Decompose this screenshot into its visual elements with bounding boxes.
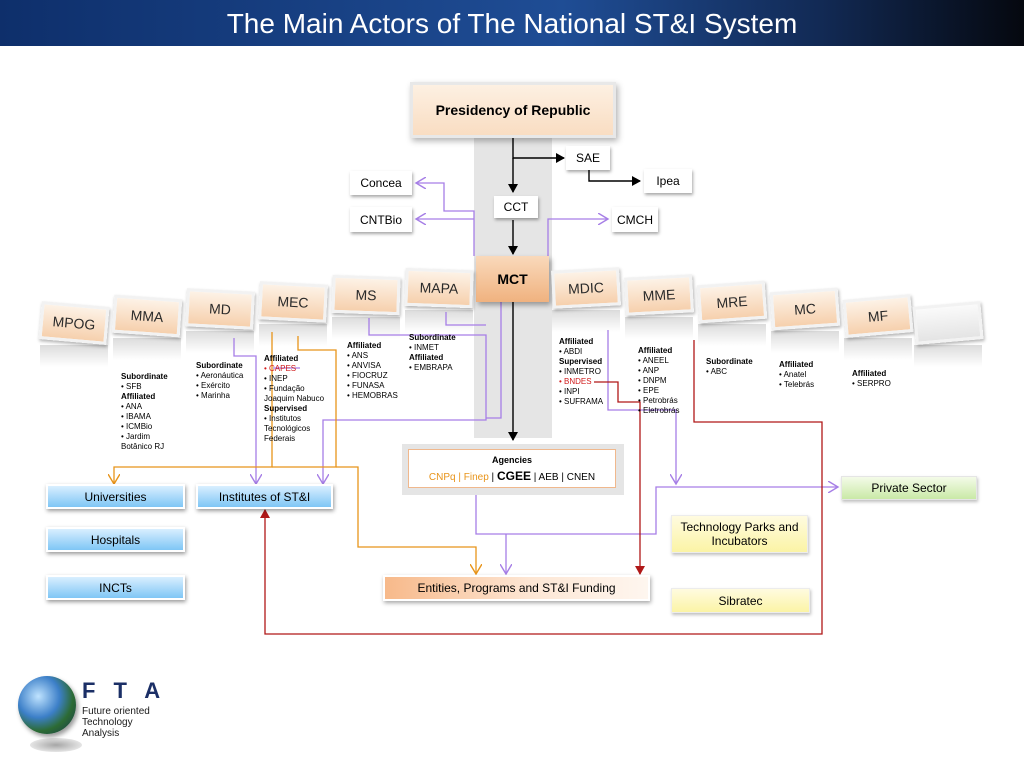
funding-box: Entities, Programs and ST&I Funding <box>383 575 650 601</box>
logo-shadow <box>30 738 82 752</box>
ministry-shadow <box>552 310 620 332</box>
agencies-panel: Agencies CNPq | Finep | CGEE | AEB | CNE… <box>402 444 624 495</box>
line-finep-funding <box>336 466 476 574</box>
ministry-shadow <box>844 338 912 360</box>
note-ms: Affiliated• ANS • ANVISA• FIOCRUZ • FUNA… <box>347 341 398 400</box>
title-bar <box>0 0 1024 46</box>
agency-cgee: CGEE <box>496 469 531 483</box>
ministry-shadow <box>405 310 473 332</box>
ministry-mf: MF <box>842 294 914 338</box>
line-mdic-tech <box>607 330 676 484</box>
cct-box: CCT <box>494 196 538 218</box>
line-md-institutes <box>233 338 256 484</box>
cmch-box: CMCH <box>612 207 658 232</box>
line-bndes-funding <box>594 381 645 575</box>
ministry-mre: MRE <box>696 280 768 324</box>
arrow-presidency-sae <box>512 138 565 163</box>
note-mec: Affiliated• CAPES • INEP• Fundação Joaqu… <box>264 354 325 443</box>
black-connectors <box>508 138 641 441</box>
arrow-concea <box>416 183 475 256</box>
sae-box: SAE <box>566 146 610 170</box>
agency-others: | AEB | CNEN <box>530 472 596 483</box>
ministry-shadow <box>625 317 693 339</box>
note-mc: Affiliated• Anatel • Telebrás <box>779 360 815 389</box>
line-agency-private <box>475 487 838 535</box>
logo-letters: F T A <box>82 678 167 703</box>
agencies-title: Agencies <box>491 455 533 465</box>
universities-box: Universities <box>46 484 185 509</box>
ministry-mme: MME <box>624 274 694 316</box>
ministry-shadow <box>186 331 254 353</box>
ministry-shadow <box>40 345 108 367</box>
line-ms-institutes <box>323 318 487 484</box>
note-mapa: Subordinate• INMET Affiliated• EMBRAPA <box>409 333 456 372</box>
note-md: Subordinate• Aeronáutica • Exército• Mar… <box>196 361 244 400</box>
line-mec-universities <box>114 332 273 484</box>
line-mme-institutes <box>260 340 823 635</box>
private-sector-box: Private Sector <box>841 476 977 500</box>
ministry-mc: MC <box>769 287 841 331</box>
ministry-shadow <box>698 324 766 346</box>
note-mme: Affiliated• ANEEL • ANP• DNPM • EPE• Pet… <box>638 346 680 415</box>
agency-finep: Finep <box>463 472 489 483</box>
arrow-sae-ipea <box>588 168 641 186</box>
agency-cnpq: CNPq <box>428 472 456 483</box>
hospitals-box: Hospitals <box>46 527 185 552</box>
note-mdic: Affiliated• ABDI Supervised• INMETRO • B… <box>559 337 604 406</box>
ministry-mpog: MPOG <box>38 301 110 345</box>
ipea-box: Ipea <box>644 169 692 193</box>
ministry-mma: MMA <box>111 294 183 338</box>
institutes-box: Institutes of ST&I <box>196 484 333 509</box>
purple-connectors <box>233 183 838 574</box>
presidency-box: Presidency of Republic <box>410 82 616 138</box>
mct-box: MCT <box>476 256 549 302</box>
concea-box: Concea <box>350 171 412 195</box>
globe-icon <box>18 676 76 734</box>
note-mf: Affiliated• SERPRO <box>852 369 891 388</box>
ministry-mdic: MDIC <box>551 267 621 309</box>
ministry-shadow <box>113 338 181 360</box>
orange-connectors <box>114 332 476 574</box>
cntbio-box: CNTBio <box>350 207 412 232</box>
note-mma: Subordinate• SFB Affiliated• ANA • IBAMA… <box>121 372 168 451</box>
ministry-md: MD <box>185 288 255 330</box>
ministry-shadow <box>332 317 400 339</box>
ministry-shadow <box>914 345 982 367</box>
note-mre: Subordinate• ABC <box>706 357 753 376</box>
ministry-shadow <box>771 331 839 353</box>
ministry-mec: MEC <box>258 281 328 323</box>
ministry-blank <box>912 301 984 345</box>
line-mct-institutes <box>486 302 502 419</box>
sibratec-box: Sibratec <box>671 588 810 613</box>
line-mapa-institutes <box>445 312 486 326</box>
ministry-ms: MS <box>331 274 401 316</box>
agencies-list: CNPq | Finep | CGEE | AEB | CNEN <box>428 469 596 483</box>
incts-box: INCTs <box>46 575 185 600</box>
tech-parks-box: Technology Parks and Incubators <box>671 515 808 553</box>
ministry-mapa: MAPA <box>404 267 474 309</box>
red-connectors <box>260 340 823 635</box>
ministry-shadow <box>259 324 327 346</box>
arrow-cmch <box>547 219 608 256</box>
slide-title: The Main Actors of The National ST&I Sys… <box>226 8 798 39</box>
agencies-box: Agencies CNPq | Finep | CGEE | AEB | CNE… <box>408 449 616 488</box>
line-mec-funding <box>272 336 337 468</box>
